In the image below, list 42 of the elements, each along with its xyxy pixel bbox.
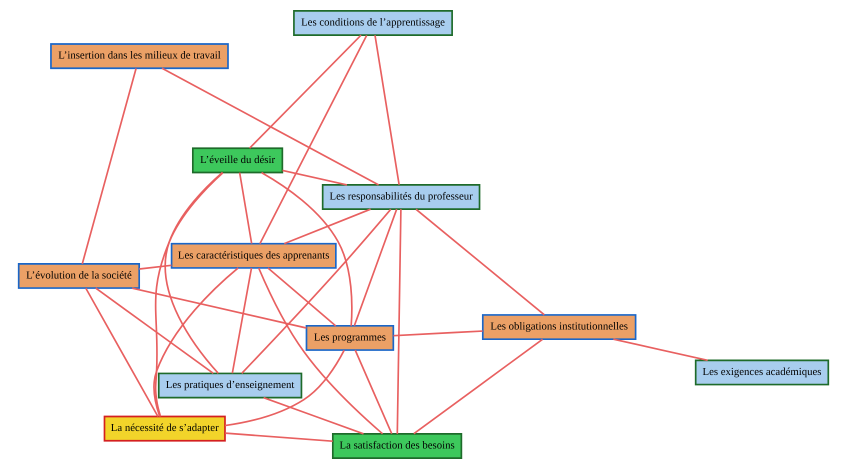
connector bbox=[258, 34, 367, 244]
node-box: Les programmes bbox=[305, 325, 394, 351]
connector bbox=[80, 68, 136, 264]
connector bbox=[396, 209, 402, 434]
connector bbox=[224, 432, 332, 442]
connector bbox=[412, 338, 543, 434]
connector bbox=[131, 287, 306, 329]
node-box: Les obligations institutionnelles bbox=[481, 314, 636, 340]
connector bbox=[257, 268, 383, 434]
node-box: Les responsabilités du professeur bbox=[321, 184, 480, 210]
connector bbox=[392, 330, 482, 337]
connector bbox=[354, 350, 392, 434]
connector bbox=[240, 208, 391, 374]
connector bbox=[262, 396, 364, 435]
node-box: Les exigences académiques bbox=[694, 360, 829, 386]
connector bbox=[612, 338, 708, 362]
connector bbox=[154, 172, 223, 417]
node-box: L’insertion dans les milieux de travail bbox=[50, 43, 228, 70]
connector bbox=[260, 172, 352, 326]
connector bbox=[152, 267, 238, 417]
connector bbox=[231, 268, 252, 374]
node-box: Les caractéristiques des apprenants bbox=[170, 242, 336, 269]
node-box: Les conditions de l’apprentissage bbox=[292, 10, 452, 36]
connector bbox=[353, 208, 397, 326]
connector bbox=[94, 287, 214, 374]
connector bbox=[138, 264, 172, 270]
connector bbox=[164, 172, 222, 374]
node-box: Les pratiques d’enseignement bbox=[157, 372, 302, 398]
connector bbox=[282, 170, 347, 186]
node-box: La nécessité de s’adapter bbox=[103, 416, 226, 442]
node-box: L’évolution de la société bbox=[17, 263, 140, 289]
connector bbox=[238, 172, 252, 244]
connector bbox=[266, 267, 336, 326]
connector bbox=[415, 208, 544, 316]
node-box: L’éveille du désir bbox=[191, 147, 283, 174]
connector bbox=[248, 34, 362, 149]
connector bbox=[374, 35, 400, 185]
connector bbox=[84, 288, 158, 417]
connector bbox=[161, 68, 378, 186]
connector bbox=[283, 208, 370, 244]
node-box: La satisfaction des besoins bbox=[331, 433, 462, 459]
connector bbox=[224, 350, 344, 426]
